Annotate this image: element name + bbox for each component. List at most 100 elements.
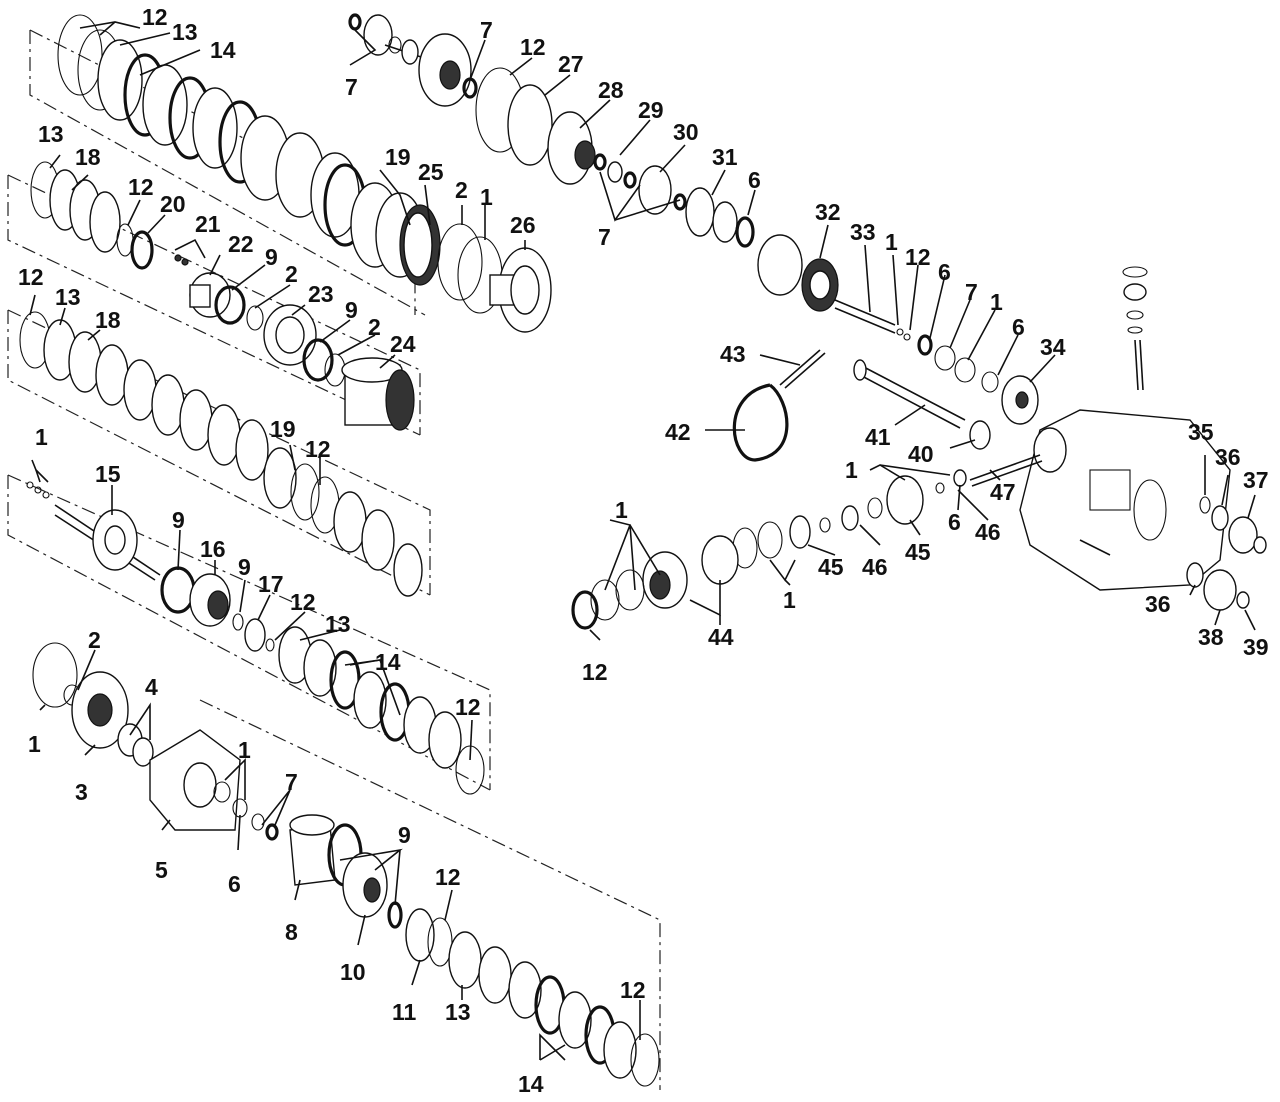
label-1: 1 [480,184,493,210]
label-42: 42 [665,419,691,445]
label-24: 24 [390,331,416,357]
label-12: 12 [905,244,931,270]
label-13: 13 [55,284,81,310]
label-43: 43 [720,341,746,367]
label-38: 38 [1198,624,1224,650]
label-9: 9 [238,554,251,580]
label-8: 8 [285,919,298,945]
clutch-pack-second [30,161,415,431]
label-9: 9 [398,822,411,848]
label-9: 9 [345,297,358,323]
label-12: 12 [128,174,154,200]
clutch-pack-top [57,14,552,333]
label-25: 25 [418,159,444,185]
label-9: 9 [265,244,278,270]
label-1: 1 [238,737,251,763]
label-15: 15 [95,461,121,487]
label-21: 21 [195,211,221,237]
label-4: 4 [145,674,158,700]
label-1: 1 [845,457,858,483]
label-12: 12 [290,589,316,615]
label-35: 35 [1188,419,1214,445]
label-22: 22 [228,231,254,257]
label-7: 7 [480,17,493,43]
label-13: 13 [38,121,64,147]
label-12: 12 [142,4,168,30]
clutch-pack-bottom [32,642,660,1087]
label-16: 16 [200,536,226,562]
label-12: 12 [455,694,481,720]
label-19: 19 [270,416,296,442]
label-7: 7 [285,769,298,795]
part-labels: 12 13 14 13 18 12 20 21 22 9 2 23 9 2 24… [18,4,1269,1097]
label-12: 12 [435,864,461,890]
label-14: 14 [518,1071,544,1097]
label-31: 31 [712,144,738,170]
label-12: 12 [620,977,646,1003]
label-13: 13 [172,19,198,45]
label-2: 2 [88,627,101,653]
label-13: 13 [325,611,351,637]
label-14: 14 [210,37,236,63]
label-1: 1 [990,289,1003,315]
label-40: 40 [908,441,934,467]
label-2: 2 [368,314,381,340]
label-11: 11 [392,999,417,1025]
label-39: 39 [1243,634,1269,660]
label-45: 45 [905,539,931,565]
label-23: 23 [308,281,334,307]
label-33: 33 [850,219,876,245]
label-9: 9 [172,507,185,533]
label-32: 32 [815,199,841,225]
label-6: 6 [948,509,961,535]
label-34: 34 [1040,334,1066,360]
label-1: 1 [885,229,898,255]
label-18: 18 [75,144,101,170]
label-5: 5 [155,857,168,883]
label-19: 19 [385,144,411,170]
gear-train-top [348,13,1039,425]
label-1: 1 [28,731,41,757]
label-12: 12 [305,436,331,462]
label-12: 12 [18,264,44,290]
leader-lines [29,21,1256,1061]
label-7: 7 [345,74,358,100]
label-37: 37 [1243,467,1269,493]
label-6: 6 [748,167,761,193]
clutch-pack-third [19,311,423,597]
label-46: 46 [862,554,888,580]
label-3: 3 [75,779,88,805]
label-12: 12 [520,34,546,60]
label-14: 14 [375,649,401,675]
label-45: 45 [818,554,844,580]
label-12: 12 [582,659,608,685]
label-36: 36 [1145,591,1171,617]
label-2: 2 [285,261,298,287]
label-2: 2 [455,177,468,203]
label-18: 18 [95,307,121,333]
label-17: 17 [258,571,284,597]
label-6: 6 [938,259,951,285]
label-6: 6 [228,871,241,897]
label-46: 46 [975,519,1001,545]
label-7: 7 [965,279,978,305]
transmission-case [1019,266,1267,611]
label-1: 1 [615,497,628,523]
label-20: 20 [160,191,186,217]
label-1: 1 [35,424,48,450]
label-10: 10 [340,959,366,985]
label-30: 30 [673,119,699,145]
label-26: 26 [510,212,536,238]
label-29: 29 [638,97,664,123]
label-7: 7 [598,224,611,250]
label-28: 28 [598,77,624,103]
label-36: 36 [1215,444,1241,470]
label-13: 13 [445,999,471,1025]
servo-and-band [571,349,1043,630]
label-27: 27 [558,51,584,77]
clutch-pack-fourth [26,481,485,795]
label-47: 47 [990,479,1016,505]
label-44: 44 [708,624,734,650]
label-6: 6 [1012,314,1025,340]
